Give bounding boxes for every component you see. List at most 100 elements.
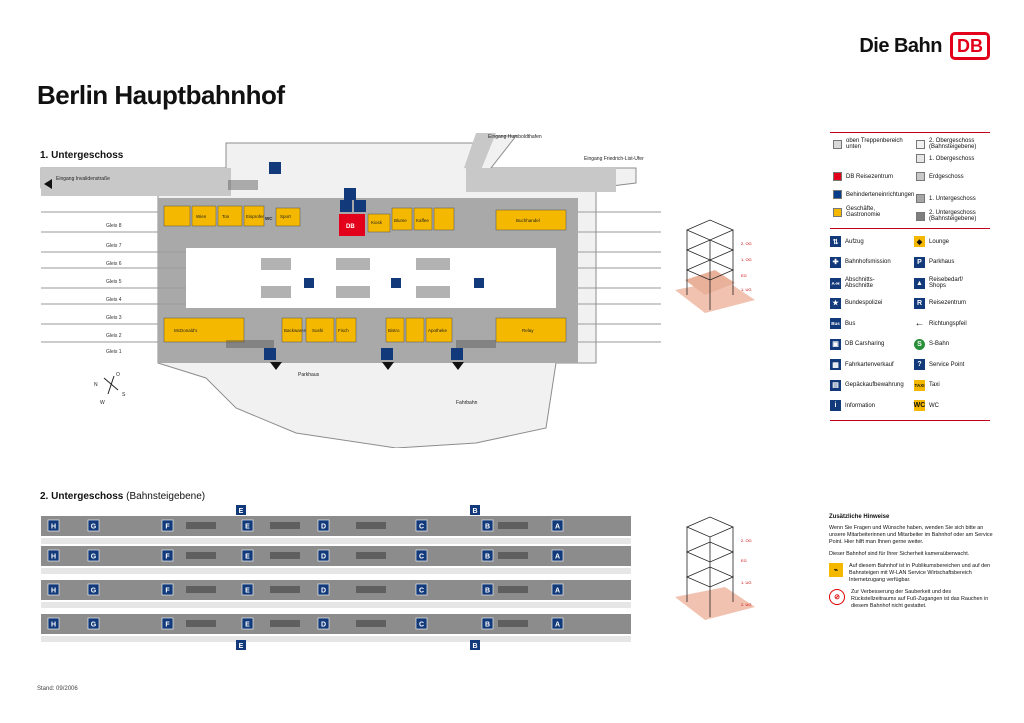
shop-label: Sushi [312,328,323,333]
sector-e-icon[interactable] [241,549,254,562]
wheelchair-icon[interactable] [344,188,356,200]
legend-label: Service Point [929,361,965,368]
sector-a-icon[interactable] [551,583,564,596]
sector-label: B [472,508,477,515]
sector-b-icon[interactable] [481,583,494,596]
shop-label: McDonald's [174,328,198,333]
arrow-down-icon [270,362,282,370]
sector-g-icon[interactable] [87,583,100,596]
sector-label: E [245,622,250,629]
legend-label: Geschäfte, Gastronomie [846,206,881,218]
sector-h-icon[interactable] [47,549,60,562]
legend-label: Behinderteneinrichtungen [846,191,915,198]
stairs [356,586,386,593]
stairs [356,522,386,529]
sector-c-icon[interactable] [415,583,428,596]
shop-label: Kiosk [371,220,383,225]
floor-label: 2. OG [741,241,752,246]
arrow-left-icon: ← [914,318,925,329]
legend-swatch [833,207,842,217]
entrance-label: Eingang Humboldthafen [488,134,542,140]
sector-g-icon[interactable] [87,549,100,562]
sector-e-icon[interactable] [241,617,254,630]
sector-e-icon[interactable] [241,583,254,596]
sector-label: F [165,622,170,629]
sector-f-icon[interactable] [161,617,174,630]
sector-f-icon[interactable] [161,549,174,562]
notes-text: Zur Verbesserung der Sauberkeit und des … [851,589,989,609]
sector-b-icon[interactable] [481,519,494,532]
sector-c-icon[interactable] [415,519,428,532]
legend-label: Parkhaus [929,259,955,265]
elevator-icon[interactable] [269,162,281,174]
sector-axis-icon[interactable] [470,640,480,650]
floor-stack-diagram-2: 2. OG EG 1. UG 2. UG [675,516,755,620]
sector-h-icon[interactable] [47,617,60,630]
sector-b-icon[interactable] [481,549,494,562]
legend-label: 2. Obergeschoss (Bahnsteigebene) [929,138,977,150]
sector-h-icon[interactable] [47,519,60,532]
legend-label: Reisebedarf/ Shops [929,277,964,289]
legend-label: Reisezentrum [929,300,967,306]
sector-axis-icon[interactable] [236,640,246,650]
track-label: Gleis 3 [106,315,122,321]
shop-label: Buchhandel [516,218,540,223]
sector-c-icon[interactable] [415,549,428,562]
sector-label: G [91,622,97,629]
mission-icon: ✚ [830,256,841,268]
legend-label: Taxi [929,382,940,388]
shop-label: Ton [222,214,230,219]
legend-label: Erdgeschoss [929,173,964,180]
sector-g-icon[interactable] [87,617,100,630]
sector-label: A [555,554,560,561]
legend-item: ◆Lounge [914,236,981,247]
stairs [186,586,216,593]
legend-label: Aufzug [845,238,864,245]
sector-d-icon[interactable] [317,519,330,532]
platform [41,580,631,600]
travel-center-icon[interactable] [340,200,352,212]
parking-icon[interactable] [264,348,276,360]
floor-label: 1. UG [741,287,751,292]
parking-icon[interactable] [451,348,463,360]
sector-label: G [91,554,97,561]
elevator-icon[interactable] [474,278,484,288]
legend-item: ▣DB Carsharing [830,338,897,350]
sector-d-icon[interactable] [317,617,330,630]
track-label: Gleis 2 [106,333,122,339]
sector-d-icon[interactable] [317,549,330,562]
sbahn-icon: S [914,338,925,350]
wifi-icon: ⌁ [829,563,843,577]
stand-date: Stand: 09/2006 [37,686,78,692]
sector-d-icon[interactable] [317,583,330,596]
track-bed [41,602,631,608]
sector-axis-icon[interactable] [470,505,480,515]
legend-swatch [916,154,925,163]
parking-icon[interactable] [381,348,393,360]
sector-label: C [419,524,424,531]
sector-g-icon[interactable] [87,519,100,532]
sector-e-icon[interactable] [241,519,254,532]
info-icon[interactable] [354,200,366,212]
sector-f-icon[interactable] [161,583,174,596]
db-travel-center-label: DB [346,224,355,230]
stairs [498,620,528,627]
db-travel-center[interactable] [339,214,365,236]
sector-a-icon[interactable] [551,549,564,562]
compass-label: W [100,400,105,406]
sector-c-icon[interactable] [415,617,428,630]
stairs [356,552,386,559]
sector-h-icon[interactable] [47,583,60,596]
sector-a-icon[interactable] [551,519,564,532]
elevator-icon[interactable] [391,278,401,288]
concourse-void [186,248,556,308]
sector-f-icon[interactable] [161,519,174,532]
sector-b-icon[interactable] [481,617,494,630]
sector-axis-icon[interactable] [236,505,246,515]
sector-a-icon[interactable] [551,617,564,630]
legend-label: Gepäckaufbewahrung [845,382,904,388]
elevator-icon[interactable] [304,278,314,288]
